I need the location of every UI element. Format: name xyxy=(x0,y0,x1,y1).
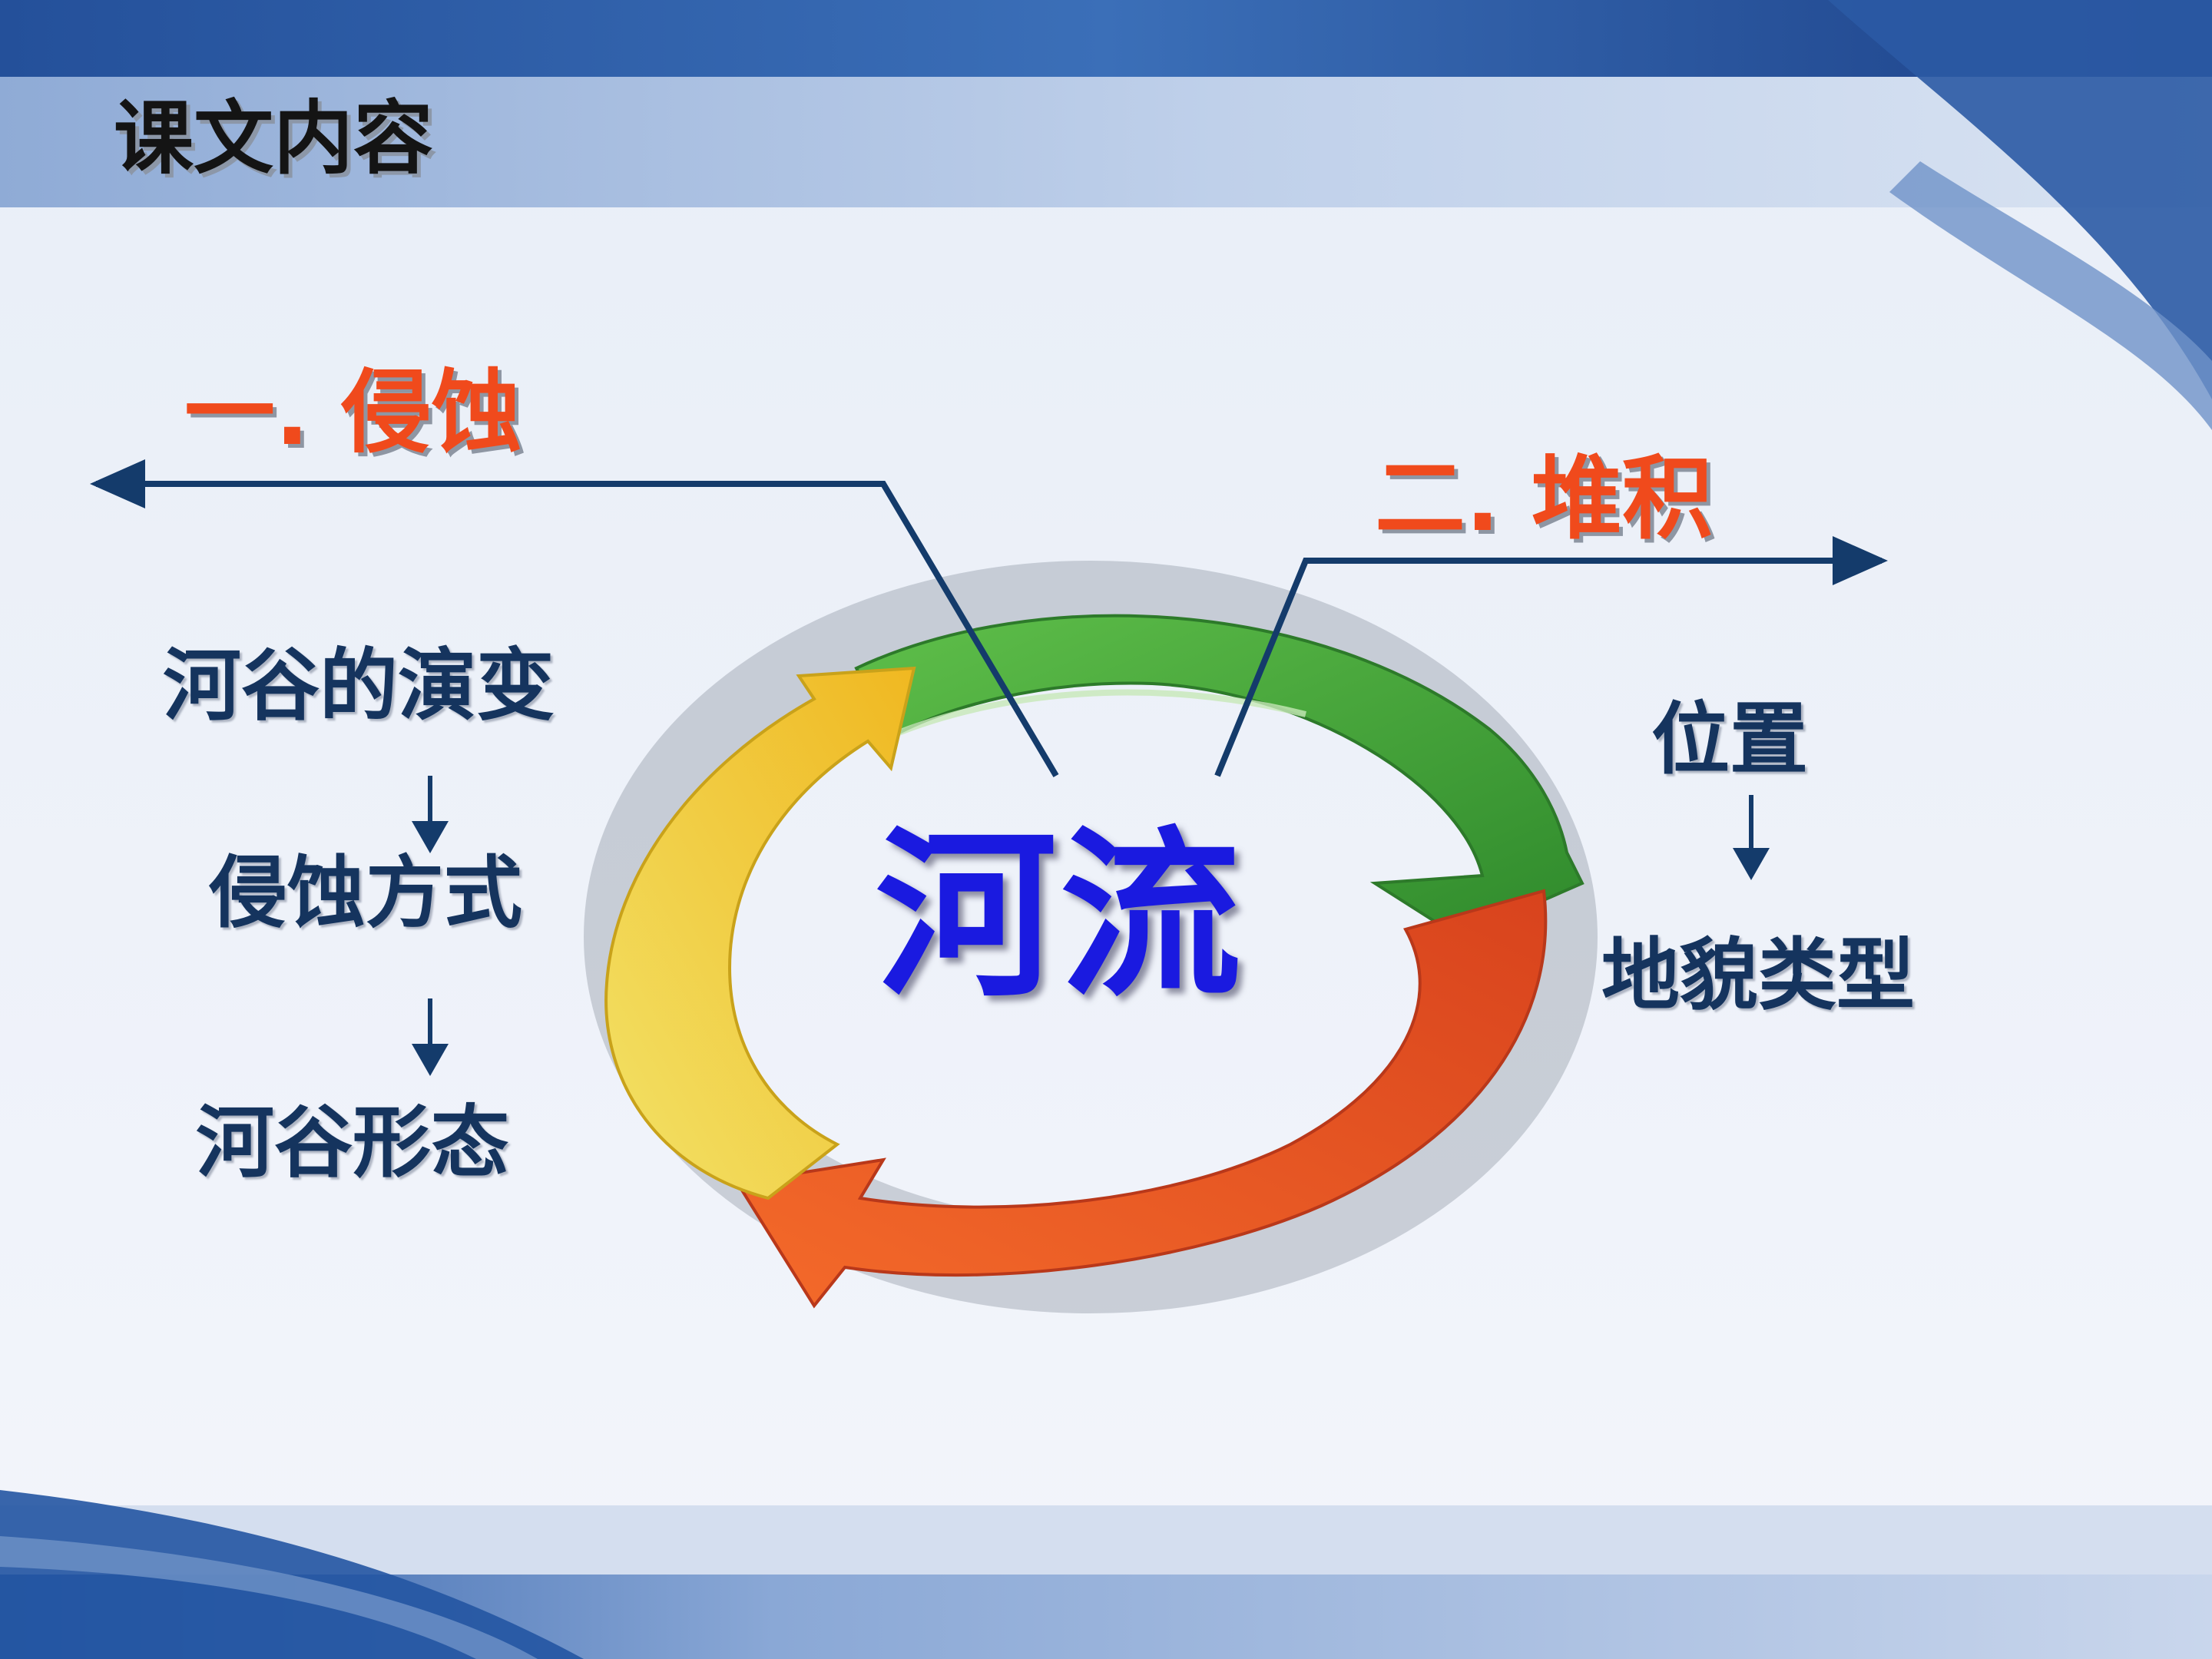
erosion-connector-line xyxy=(90,459,1059,778)
right-item-location: 位置 xyxy=(1651,694,1808,786)
left-item-erosion-mode: 侵蚀方式 xyxy=(209,848,522,939)
deposition-heading: 二. 堆积 xyxy=(1375,445,1713,551)
cycle-arrow-orange xyxy=(734,889,1548,1309)
left-item-valley-shape: 河谷形态 xyxy=(196,1098,509,1189)
erosion-heading: 一. 侵蚀 xyxy=(184,359,522,465)
center-label-river: 河流 xyxy=(876,810,1245,1022)
left-item-valley-evolution: 河谷的演变 xyxy=(163,641,555,732)
deposition-connector-line xyxy=(1214,536,1888,777)
right-item-landform-type: 地貌类型 xyxy=(1601,930,1915,1022)
cycle-arrow-green xyxy=(854,614,1584,939)
slide-title: 课文内容 xyxy=(114,91,434,185)
cycle-arrow-yellow xyxy=(604,666,916,1200)
